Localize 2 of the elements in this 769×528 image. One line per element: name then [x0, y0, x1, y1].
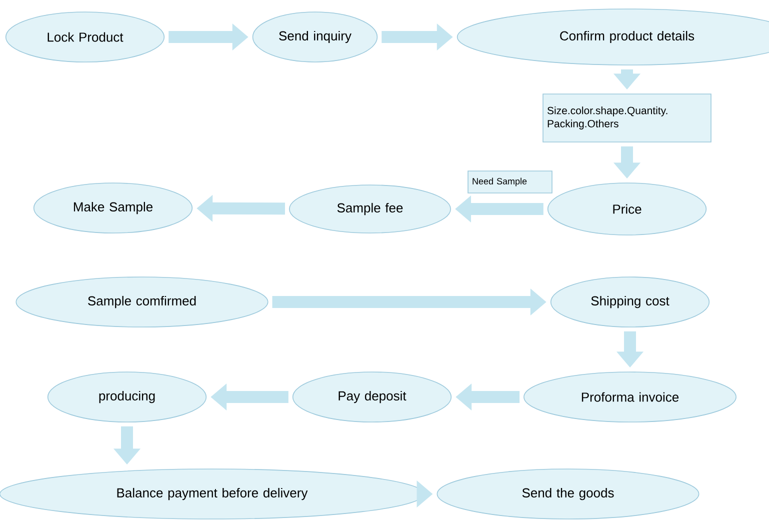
note-box: Need Sample — [468, 170, 552, 194]
note-box: Size.color.shape.Quantity. Packing.Others — [542, 94, 712, 142]
